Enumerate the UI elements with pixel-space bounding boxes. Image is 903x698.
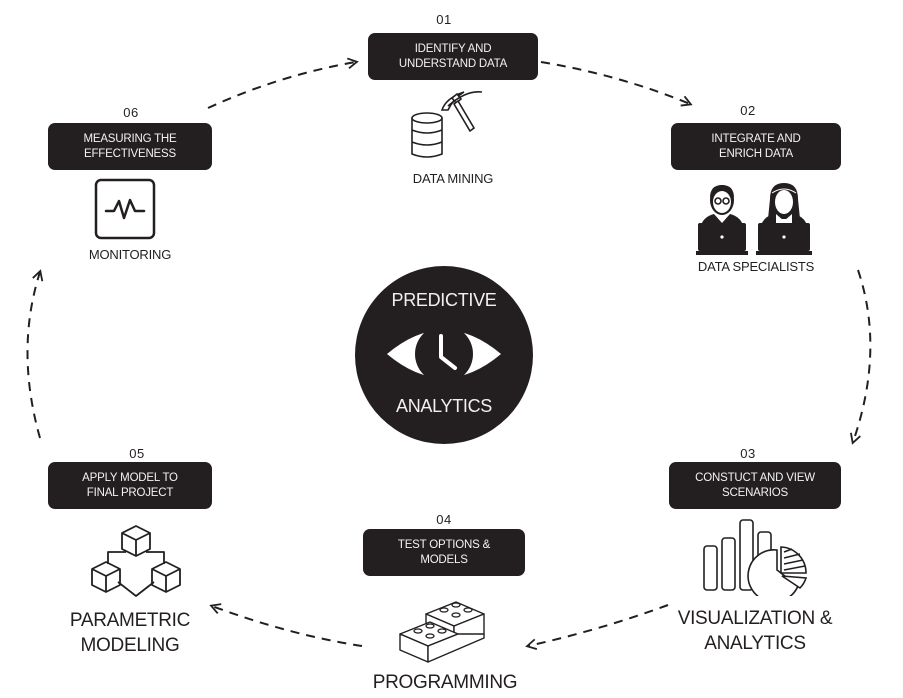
step-number: 06	[123, 105, 139, 120]
arrow-01-to-02	[540, 61, 693, 107]
step-label: VISUALIZATION & ANALYTICS	[650, 606, 860, 656]
step-label-line: ANALYTICS	[704, 633, 806, 654]
step-box-line: UNDERSTAND DATA	[398, 57, 508, 70]
heartbeat-monitor-icon	[94, 178, 156, 240]
arrow-06-to-01	[207, 57, 359, 109]
people-laptops-icon	[696, 183, 812, 255]
step-box-line: TEST OPTIONS &	[397, 538, 491, 551]
step-box-line: FINAL PROJECT	[86, 486, 174, 499]
step-number: 05	[129, 446, 145, 461]
step-number: 02	[740, 103, 756, 118]
building-blocks-icon	[399, 601, 485, 663]
connected-cubes-icon	[91, 525, 181, 597]
step-box: IDENTIFY AND UNDERSTAND DATA	[368, 33, 538, 80]
eye-clock-icon	[387, 325, 501, 383]
step-number: 01	[436, 12, 452, 27]
step-label: DATA MINING	[412, 171, 494, 186]
step-number: 04	[436, 512, 452, 527]
arrow-05-to-06	[26, 269, 44, 439]
step-label-line: PARAMETRIC	[69, 610, 191, 631]
hub-title-line2: ANALYTICS	[396, 396, 492, 416]
step-label-line: MODELING	[80, 635, 180, 656]
step-box-line: EFFECTIVENESS	[84, 147, 176, 160]
step-box-line: MODELS	[420, 553, 468, 566]
step-box: INTEGRATE AND ENRICH DATA	[671, 123, 841, 170]
step-box-line: MEASURING THE	[83, 132, 177, 145]
step-box-line: INTEGRATE AND	[711, 132, 801, 145]
step-number: 03	[740, 446, 756, 461]
arrow-03-to-04	[525, 604, 669, 651]
step-box: TEST OPTIONS & MODELS	[363, 529, 525, 576]
arrow-02-to-03	[850, 269, 872, 445]
step-box-line: SCENARIOS	[722, 486, 788, 499]
predictive-analytics-hub: PREDICTIVE ANALYTICS	[355, 266, 533, 444]
step-box-line: IDENTIFY AND	[414, 42, 492, 55]
step-label: PARAMETRIC MODELING	[30, 608, 230, 658]
step-box: MEASURING THE EFFECTIVENESS	[48, 123, 212, 170]
step-label: DATA SPECIALISTS	[697, 259, 815, 274]
step-box-line: CONSTUCT AND VIEW	[695, 471, 815, 484]
hub-title-line1: PREDICTIVE	[391, 290, 497, 310]
step-box-line: ENRICH DATA	[718, 147, 794, 160]
step-label-line: VISUALIZATION &	[677, 608, 833, 629]
step-box-line: APPLY MODEL TO	[82, 471, 178, 484]
arrow-04-to-05	[209, 603, 363, 647]
step-box: APPLY MODEL TO FINAL PROJECT	[48, 462, 212, 509]
step-box: CONSTUCT AND VIEW SCENARIOS	[669, 462, 841, 509]
bar-pie-chart-icon	[703, 519, 808, 596]
database-pickaxe-icon	[411, 90, 483, 158]
step-label: MONITORING	[88, 247, 172, 262]
step-label: PROGRAMMING	[372, 672, 518, 693]
